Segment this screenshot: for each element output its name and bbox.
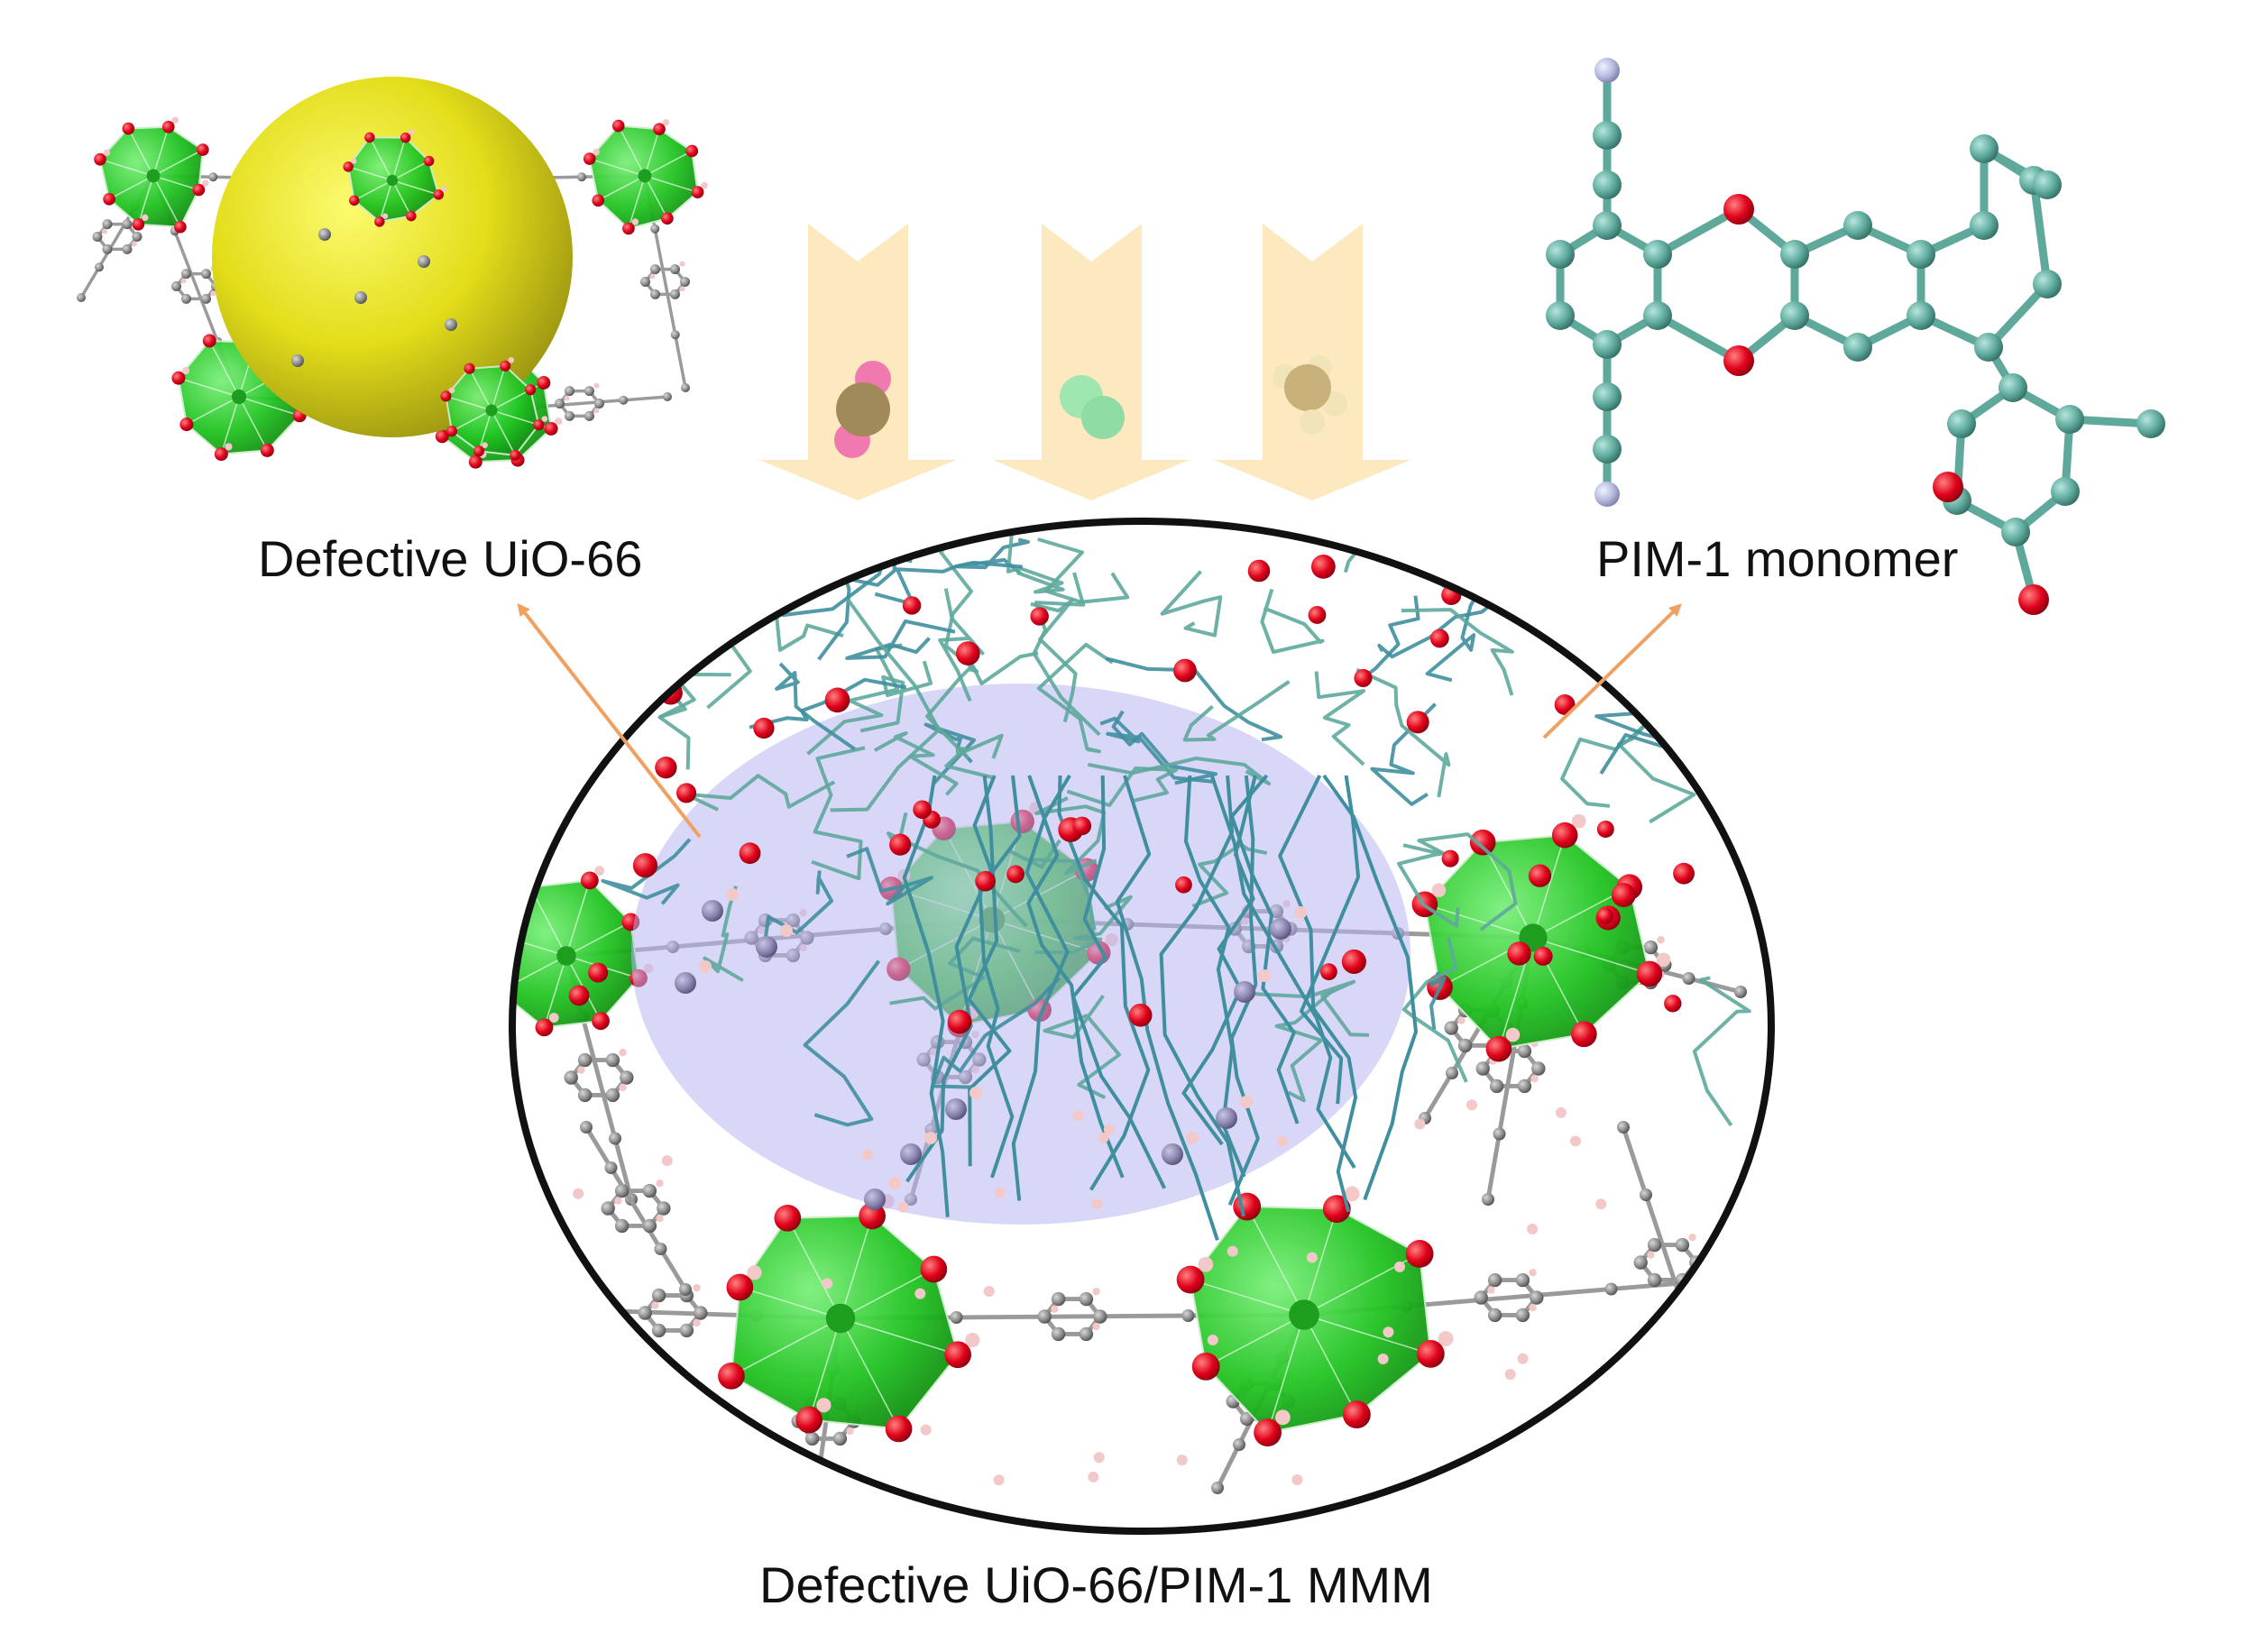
pim1-atom-m1 <box>2136 409 2165 438</box>
bdc-linker <box>580 1121 692 1296</box>
pim1-atom-c4 <box>1593 435 1622 463</box>
pim1-atom-a5 <box>1643 301 1672 330</box>
pim1-atom-m2 <box>2033 170 2062 199</box>
zr-cluster <box>583 119 708 235</box>
mmm-view <box>509 518 1775 1535</box>
pim1-atom-n1 <box>1594 58 1620 83</box>
pim1-atom-o1 <box>1723 194 1754 225</box>
uio66-structure <box>77 77 708 469</box>
pim1-atom-a6 <box>1643 240 1672 269</box>
zr-cluster <box>512 866 654 1037</box>
pim1-atom-a1 <box>1593 211 1622 240</box>
pim1-atoms <box>1546 58 2165 615</box>
ch4-molecule <box>1273 355 1347 435</box>
mmm-frame <box>509 518 1775 1535</box>
pim1-atom-e6 <box>1947 409 1976 438</box>
pim1-atom-o3 <box>1933 472 1963 502</box>
pim1-atom-e3 <box>2051 477 2080 506</box>
pim1-atom-n2 <box>1594 482 1620 507</box>
pim1-atom-a2 <box>1546 240 1575 269</box>
zr-cluster <box>718 1194 980 1443</box>
zr-cluster <box>94 116 209 234</box>
pim1-atom-o2 <box>1723 345 1754 376</box>
pim1-atom-b1 <box>1780 240 1809 269</box>
pim1-atom-e4 <box>2001 518 2030 546</box>
interface-highlight <box>631 684 1410 1225</box>
pim1-atom-o4 <box>2018 584 2049 615</box>
gas-arrows <box>759 224 1410 500</box>
pim1-atom-b4 <box>1907 301 1935 330</box>
pim1-atom-b3 <box>1843 333 1872 362</box>
zr-cluster <box>440 357 548 461</box>
pim1-atom-e1 <box>1999 373 2027 402</box>
co2-molecule <box>834 361 891 458</box>
zr-cluster <box>1176 1186 1454 1447</box>
uio66-front-atoms <box>291 129 548 461</box>
pim1-atom-d1 <box>1970 211 1999 240</box>
pim1-atom-c3 <box>1593 382 1622 411</box>
pim1-atom-b5 <box>1907 240 1935 269</box>
pore-sphere <box>212 77 573 437</box>
pim1-atom-c2 <box>1593 170 1622 199</box>
zr-cluster <box>1411 813 1671 1062</box>
gas-arrow-1 <box>759 224 956 500</box>
pim1-atom-c1 <box>1593 121 1622 150</box>
mmm-zr-clusters <box>512 802 1671 1447</box>
uio66-label: Defective UiO-66 <box>258 530 643 587</box>
pim1-atom-d2 <box>1970 134 1999 163</box>
pim1-monomer-structure <box>1546 58 2165 615</box>
pim1-atom-d4 <box>2033 270 2062 298</box>
pim1-label: PIM-1 monomer <box>1596 530 1959 587</box>
pim1-pointer-arrow <box>1542 603 1682 739</box>
n2-molecule <box>1060 375 1125 439</box>
mmm-front-atoms <box>573 888 1730 1486</box>
uio66-pointer-arrow <box>517 602 702 839</box>
pim1-atom-a4 <box>1593 330 1622 359</box>
mmm-label: Defective UiO-66/PIM-1 MMM <box>759 1556 1433 1613</box>
gas-arrow-2 <box>993 224 1190 500</box>
pim1-atom-d5 <box>1974 333 2003 362</box>
pim1-atom-e2 <box>2055 405 2084 434</box>
pim1-atom-a3 <box>1546 301 1575 330</box>
pim1-atom-b2 <box>1780 301 1809 330</box>
zr-cluster <box>343 129 447 227</box>
pim1-atom-b6 <box>1843 211 1872 240</box>
